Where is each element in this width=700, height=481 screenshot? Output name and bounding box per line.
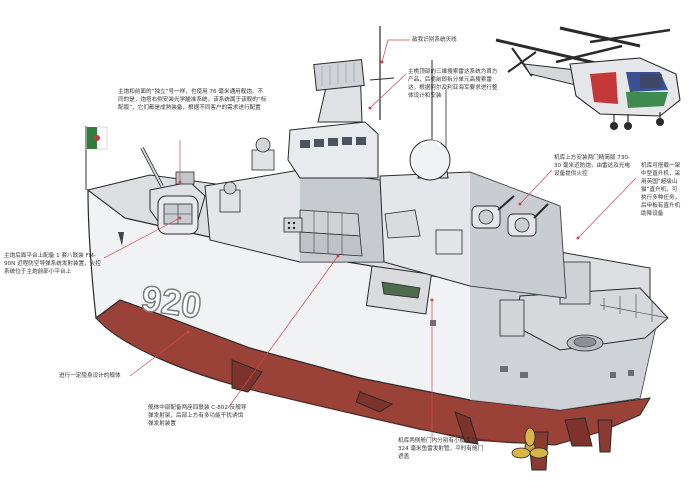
- helicopter-wheel: [624, 122, 632, 130]
- fm90-missile-launcher: [157, 195, 199, 235]
- hull-portholes: [430, 320, 634, 378]
- stabilizer-fin: [355, 391, 394, 413]
- callout-dot: [186, 330, 190, 334]
- helicopter-green-panel: [626, 92, 668, 108]
- fire-control-director: [251, 137, 275, 171]
- stern-skeg: [564, 417, 593, 447]
- superstructure: [204, 26, 567, 299]
- decoy-launcher: [283, 217, 303, 233]
- stern-railing: [599, 294, 669, 322]
- 3d-search-radar: [313, 59, 365, 91]
- callout-dot: [430, 298, 434, 302]
- mast-yard: [369, 77, 395, 81]
- rescue-boat: [381, 281, 421, 299]
- leader-hangar: [577, 177, 637, 239]
- callout-dot: [576, 236, 580, 240]
- optronic-director: [219, 181, 241, 213]
- rudder: [597, 419, 613, 453]
- callout-torpedo-boat-bay: 机库两侧舱门内分别有小艇库及 324 毫米鱼雷发射管，平时有舱门遮盖: [398, 438, 484, 460]
- callout-iff-antenna: 敌我识别系统天线: [412, 37, 457, 43]
- callout-ciws: 机库上方安装两门精简版 730-30 毫米近防炮，由雷达及光电设备提供火控: [554, 155, 631, 177]
- callout-stealth-hull: 进行一定隐身设计的舰体: [59, 373, 121, 379]
- callout-dot: [518, 202, 522, 206]
- bridge-windows-front: [300, 137, 366, 148]
- bridge: [287, 121, 379, 179]
- helicopter-window: [640, 74, 662, 88]
- sonar-dome: [231, 359, 263, 393]
- lower-hull: [95, 299, 651, 471]
- radar-cabinet: [435, 229, 463, 255]
- algeria-flag-icon: [87, 126, 108, 150]
- callout-dot: [368, 106, 372, 110]
- callout-fm90-launcher: 主炮后面平台上配备 1 套八联装 FM-90N 近程防空导弹系统发射装置，火控系…: [4, 253, 101, 275]
- helicopter-red-panel: [590, 72, 618, 104]
- callout-dot: [178, 216, 182, 220]
- radome-highlight: [415, 140, 441, 153]
- c802-missile-launchers: [299, 209, 363, 257]
- callout-dot: [178, 180, 182, 184]
- callout-c802-launchers: 舰体中部配备两座四联装 C-802 反舰导弹发射架，后部上方有多功能干扰诱饵弹发…: [148, 405, 247, 427]
- leader-3d-radar: [369, 73, 407, 109]
- shaft-bracket: [454, 411, 479, 445]
- ciws-gun-mount-2: [507, 203, 549, 237]
- callout-hangar-helicopter: 机库可搭载一架中型直升机，采用英国“超级山猫”直升机，可执行多种任务，后甲板有直…: [641, 163, 681, 217]
- funnel: [384, 209, 421, 239]
- anchor: [118, 232, 124, 246]
- callout-leader-lines: [103, 39, 637, 438]
- helicopter-landing-grid-inner: [573, 336, 597, 348]
- leader-c802: [227, 255, 339, 409]
- hull-number: 920: [139, 277, 204, 326]
- helicopter-wheel: [610, 122, 618, 130]
- helicopter-wheel: [656, 118, 664, 126]
- 3d-search-radar-grid: [321, 62, 355, 86]
- callout-3d-search-radar: 主桅顶部的三维搜索雷达系统为首方产品，后桅前即拆分单元高搜索雷达，根据阿尔及利亚…: [408, 69, 498, 99]
- surface-search-radome: [409, 139, 451, 181]
- callout-dot: [380, 60, 384, 64]
- callout-main-gun: 主炮和前面的“独立”号一样，也使用 76 毫米通用舰炮。不同的是，炮塔右侧安装光…: [118, 89, 267, 111]
- leader-fm90: [103, 217, 181, 259]
- leader-gatling: [519, 169, 553, 205]
- torpedo-hatch: [499, 299, 525, 337]
- callout-dots: [178, 60, 580, 334]
- ciws-gun-mount: [471, 195, 515, 229]
- callout-dot: [336, 254, 340, 258]
- propeller-icon: [511, 427, 549, 459]
- leader-stealth-hull: [129, 331, 189, 377]
- leader-radar: [381, 39, 410, 63]
- helicopter-icon: [495, 26, 681, 130]
